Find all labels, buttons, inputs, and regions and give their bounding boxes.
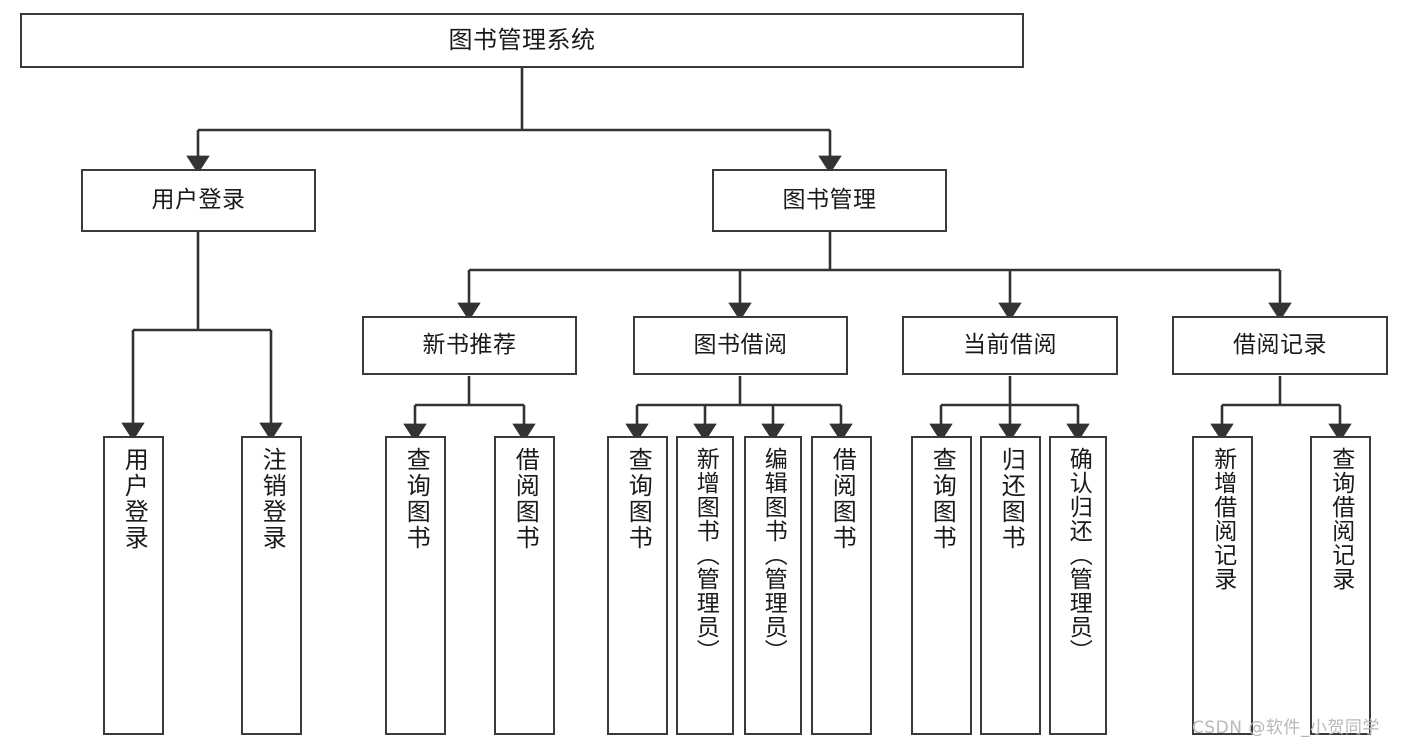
node-book-borrow[interactable]: 图书借阅 xyxy=(633,316,848,375)
node-leaf-query-book-3-label: 查询图书 xyxy=(928,447,957,551)
node-leaf-return-book-label: 归还图书 xyxy=(997,447,1026,551)
node-current-borrow-label: 当前借阅 xyxy=(963,331,1057,358)
node-current-borrow[interactable]: 当前借阅 xyxy=(902,316,1118,375)
node-leaf-add-record[interactable]: 新增借阅记录 xyxy=(1192,436,1253,735)
node-leaf-user-login-label: 用户登录 xyxy=(120,447,149,551)
node-borrow-record-label: 借阅记录 xyxy=(1233,331,1327,358)
node-leaf-query-book-1[interactable]: 查询图书 xyxy=(385,436,446,735)
node-root[interactable]: 图书管理系统 xyxy=(20,13,1024,68)
node-leaf-query-book-3[interactable]: 查询图书 xyxy=(911,436,972,735)
node-leaf-borrow-book-2-label: 借阅图书 xyxy=(828,447,857,551)
node-leaf-logout-login[interactable]: 注销登录 xyxy=(241,436,302,735)
node-leaf-query-book-2-label: 查询图书 xyxy=(624,447,653,551)
node-leaf-add-book[interactable]: 新增图书（管理员） xyxy=(676,436,734,735)
node-leaf-add-record-label: 新增借阅记录 xyxy=(1209,447,1236,591)
node-leaf-logout-login-label: 注销登录 xyxy=(258,447,287,551)
node-user-login-label: 用户登录 xyxy=(151,186,246,213)
node-leaf-add-book-label: 新增图书（管理员） xyxy=(692,447,719,663)
node-leaf-query-book-1-label: 查询图书 xyxy=(402,447,431,551)
node-leaf-query-record[interactable]: 查询借阅记录 xyxy=(1310,436,1371,735)
node-book-borrow-label: 图书借阅 xyxy=(693,331,788,358)
node-leaf-edit-book-label: 编辑图书（管理员） xyxy=(760,447,787,663)
node-book-management-label: 图书管理 xyxy=(782,186,877,213)
watermark-label: CSDN @软件_小贺同学 xyxy=(1192,718,1380,738)
node-leaf-user-login[interactable]: 用户登录 xyxy=(103,436,164,735)
node-book-management[interactable]: 图书管理 xyxy=(712,169,947,232)
node-leaf-confirm-return[interactable]: 确认归还（管理员） xyxy=(1049,436,1107,735)
node-leaf-borrow-book-1-label: 借阅图书 xyxy=(511,447,540,551)
node-leaf-return-book[interactable]: 归还图书 xyxy=(980,436,1041,735)
node-leaf-edit-book[interactable]: 编辑图书（管理员） xyxy=(744,436,802,735)
node-leaf-query-record-label: 查询借阅记录 xyxy=(1327,447,1354,591)
node-leaf-borrow-book-2[interactable]: 借阅图书 xyxy=(811,436,872,735)
node-leaf-query-book-2[interactable]: 查询图书 xyxy=(607,436,668,735)
node-leaf-confirm-return-label: 确认归还（管理员） xyxy=(1065,447,1092,663)
node-root-label: 图书管理系统 xyxy=(448,26,596,55)
node-new-book-recommend-label: 新书推荐 xyxy=(422,331,517,358)
node-new-book-recommend[interactable]: 新书推荐 xyxy=(362,316,577,375)
node-borrow-record[interactable]: 借阅记录 xyxy=(1172,316,1388,375)
node-user-login[interactable]: 用户登录 xyxy=(81,169,316,232)
node-leaf-borrow-book-1[interactable]: 借阅图书 xyxy=(494,436,555,735)
